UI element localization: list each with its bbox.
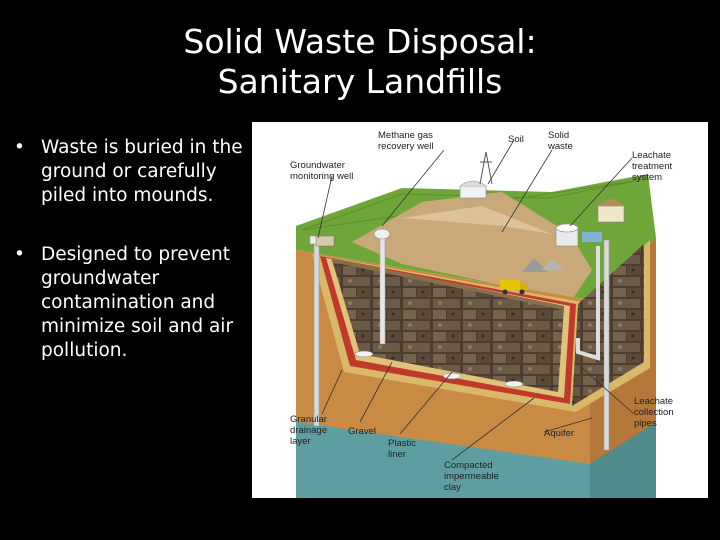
- slide-title: Solid Waste Disposal: Sanitary Landfills: [120, 22, 600, 102]
- label-plastic-liner: Plastic liner: [388, 438, 419, 460]
- label-groundwater-monitoring-well: Groundwater monitoring well: [290, 160, 353, 182]
- flare-tower: [479, 151, 493, 185]
- title-line-1: Solid Waste Disposal:: [183, 22, 537, 61]
- bullet-dot: •: [14, 244, 25, 265]
- leader-lines: [317, 139, 635, 461]
- diagram-labels: Methane gas recovery well Soil Solid was…: [290, 130, 676, 493]
- truck: [500, 280, 528, 295]
- buildings: [315, 180, 626, 247]
- label-gravel: Gravel: [348, 426, 376, 437]
- landfill-illustration: Methane gas recovery well Soil Solid was…: [290, 130, 676, 498]
- bullet-item: • Designed to prevent groundwater contam…: [14, 243, 250, 363]
- right-monitoring-well: [603, 239, 610, 451]
- label-methane-gas-recovery-well: Methane gas recovery well: [378, 130, 436, 152]
- bullet-list: • Waste is buried in the ground or caref…: [14, 136, 250, 363]
- leachate-pipes: [354, 246, 600, 388]
- label-compacted-clay: Compacted impermeable clay: [444, 460, 502, 493]
- rock-piles: [522, 258, 564, 272]
- bullet-text: Designed to prevent groundwater contamin…: [41, 244, 234, 361]
- label-soil: Soil: [508, 134, 524, 145]
- sand-mound: [352, 192, 592, 300]
- bullet-dot: •: [14, 137, 25, 158]
- label-granular-drainage-layer: Granular drainage layer: [290, 414, 330, 447]
- bullet-text: Waste is buried in the ground or careful…: [41, 137, 243, 206]
- title-line-2: Sanitary Landfills: [217, 62, 503, 101]
- leachate-tank: [555, 223, 602, 247]
- bullet-item: • Waste is buried in the ground or caref…: [14, 136, 250, 208]
- label-solid-waste: Solid waste: [547, 130, 573, 152]
- label-leachate-treatment-system: Leachate treatment system: [632, 150, 675, 183]
- landfill-diagram: Methane gas recovery well Soil Solid was…: [252, 122, 708, 498]
- methane-well: [373, 228, 391, 345]
- label-aquifer: Aquifer: [544, 428, 574, 439]
- label-leachate-collection-pipes: Leachate collection pipes: [634, 396, 676, 429]
